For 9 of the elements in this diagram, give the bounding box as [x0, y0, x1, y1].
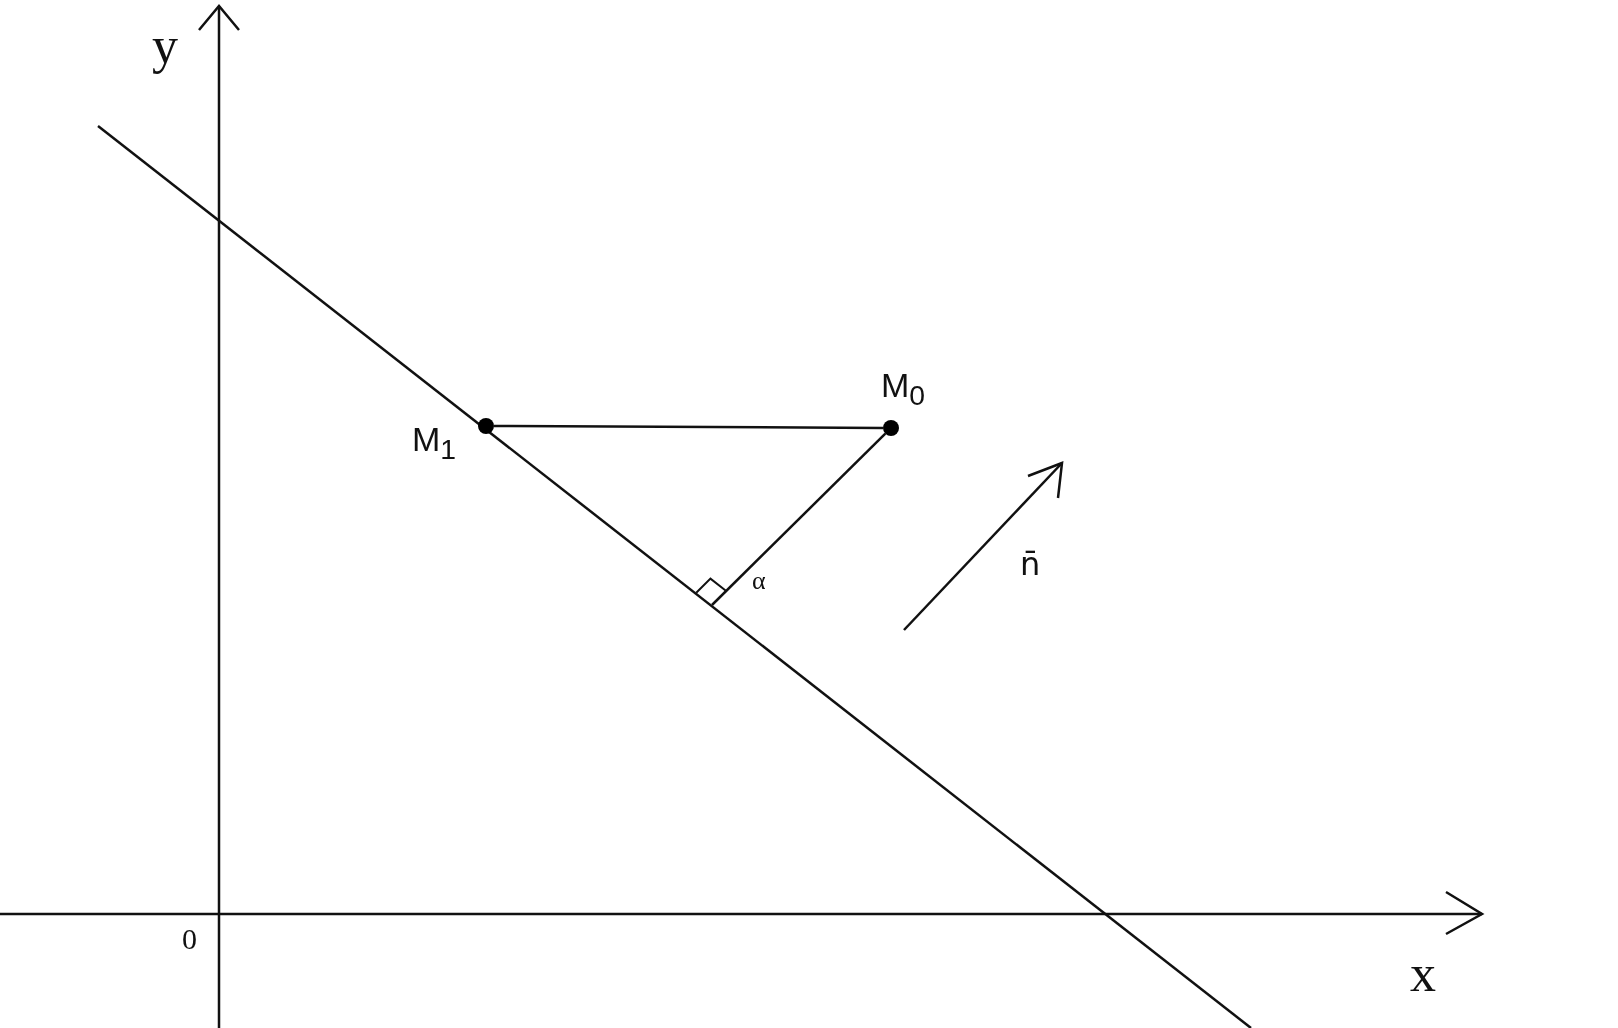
axis-label: y [152, 20, 178, 72]
vector-label: n̄ [1020, 548, 1041, 580]
axis-label: x [1410, 948, 1436, 1000]
line-segment [494, 424, 883, 430]
point-label: M$_{1}$ [412, 422, 457, 464]
origin-label: 0 [182, 924, 197, 954]
angle-label: α [752, 568, 766, 594]
line-segment [711, 432, 887, 606]
point-label: M$_{0}$ [881, 368, 926, 410]
